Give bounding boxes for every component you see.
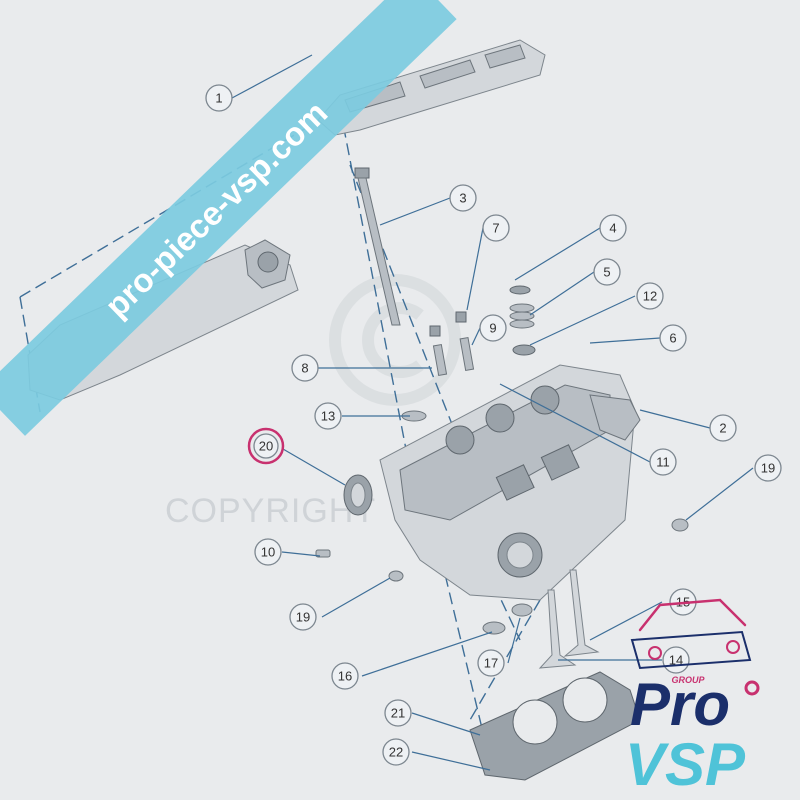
head-gasket — [469, 671, 641, 781]
svg-text:19: 19 — [761, 461, 775, 476]
gear-icon — [744, 680, 760, 696]
callout-22: 22 — [382, 738, 410, 766]
svg-text:13: 13 — [321, 409, 335, 424]
callout-20-highlighted: 20 — [247, 427, 285, 465]
svg-text:1: 1 — [215, 91, 222, 106]
callout-10: 10 — [254, 538, 282, 566]
valves — [538, 569, 600, 669]
car-outline-icon — [630, 598, 752, 670]
callout-6: 6 — [659, 324, 687, 352]
logo-pro-text: Pro — [630, 671, 730, 738]
callout-7: 7 — [482, 214, 510, 242]
callout-16: 16 — [331, 662, 359, 690]
svg-text:7: 7 — [492, 221, 499, 236]
callout-11: 11 — [649, 448, 677, 476]
svg-text:5: 5 — [603, 265, 610, 280]
copyright-watermark: COPYRIGHT — [165, 492, 376, 530]
svg-text:21: 21 — [391, 706, 405, 721]
svg-text:8: 8 — [301, 361, 308, 376]
camshaft-seal — [343, 474, 373, 516]
callout-8: 8 — [291, 354, 319, 382]
leader-lines — [231, 54, 754, 771]
callout-2: 2 — [709, 414, 737, 442]
svg-text:20: 20 — [259, 439, 273, 454]
callout-12: 12 — [636, 282, 664, 310]
svg-text:10: 10 — [261, 545, 275, 560]
svg-text:6: 6 — [669, 331, 676, 346]
callout-13: 13 — [314, 402, 342, 430]
svg-text:11: 11 — [656, 455, 670, 470]
copyright-symbol — [329, 274, 461, 406]
svg-text:14: 14 — [669, 653, 683, 668]
logo-group-text: GROUP — [671, 675, 705, 685]
callout-5: 5 — [593, 258, 621, 286]
head-bolt — [354, 167, 401, 326]
svg-text:2: 2 — [719, 421, 726, 436]
svg-text:3: 3 — [459, 191, 466, 206]
small-parts — [315, 518, 689, 635]
callout-9: 9 — [479, 314, 507, 342]
callout-19-left: 19 — [289, 603, 317, 631]
provsp-logo: GROUP Pro VSP — [625, 598, 760, 798]
svg-text:22: 22 — [389, 745, 403, 760]
callout-19-right: 19 — [754, 454, 782, 482]
callout-4: 4 — [599, 214, 627, 242]
callout-17: 17 — [477, 649, 505, 677]
logo-vsp-text: VSP — [625, 731, 746, 798]
cylinder-head — [379, 364, 641, 601]
svg-text:17: 17 — [484, 656, 498, 671]
callout-21: 21 — [384, 699, 412, 727]
valve-springs — [401, 285, 536, 422]
callout-1: 1 — [205, 84, 233, 112]
svg-text:4: 4 — [609, 221, 616, 236]
svg-text:12: 12 — [643, 289, 657, 304]
svg-text:16: 16 — [338, 669, 352, 684]
callout-14: 14 — [662, 646, 690, 674]
svg-text:19: 19 — [296, 610, 310, 625]
svg-text:9: 9 — [489, 321, 496, 336]
callout-3: 3 — [449, 184, 477, 212]
